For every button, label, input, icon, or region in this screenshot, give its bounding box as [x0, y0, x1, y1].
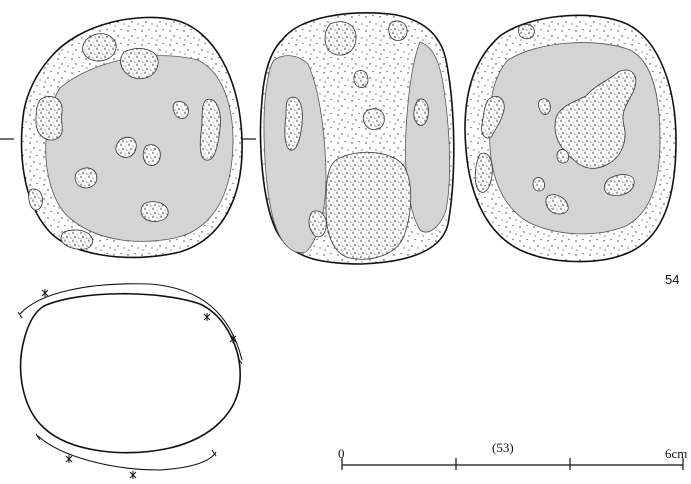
marker-9 — [211, 449, 217, 457]
artifact-view-face-a — [20, 16, 243, 259]
section-markers — [17, 289, 243, 479]
marker-4 — [17, 311, 23, 319]
marker-5 — [237, 357, 243, 365]
worn-surface-face-a — [45, 55, 234, 242]
scale-bar: 0 (53) 6cm — [338, 440, 687, 470]
marker-1 — [41, 289, 49, 297]
cross-section-outline — [19, 292, 241, 454]
worn-facet-side-right — [405, 41, 451, 233]
scale-label-middle: (53) — [492, 440, 514, 455]
artifact-view-side — [259, 12, 455, 265]
item-number: 54 — [665, 272, 679, 287]
marker-2 — [203, 313, 211, 321]
artifact-view-face-b — [464, 14, 677, 263]
section-arc-lower — [37, 435, 217, 471]
scale-label-end: 6cm — [665, 446, 687, 461]
pitting-face-b — [474, 24, 637, 215]
worn-facet-side-left — [263, 55, 327, 253]
pitting-side — [284, 20, 429, 260]
marker-3 — [229, 335, 237, 343]
pitting-face-a — [28, 33, 221, 250]
cross-section — [17, 283, 243, 479]
scale-label-start: 0 — [338, 446, 345, 461]
section-arc-upper — [19, 283, 243, 361]
marker-7 — [129, 471, 137, 479]
marker-6 — [65, 455, 73, 463]
marker-8 — [35, 433, 41, 441]
